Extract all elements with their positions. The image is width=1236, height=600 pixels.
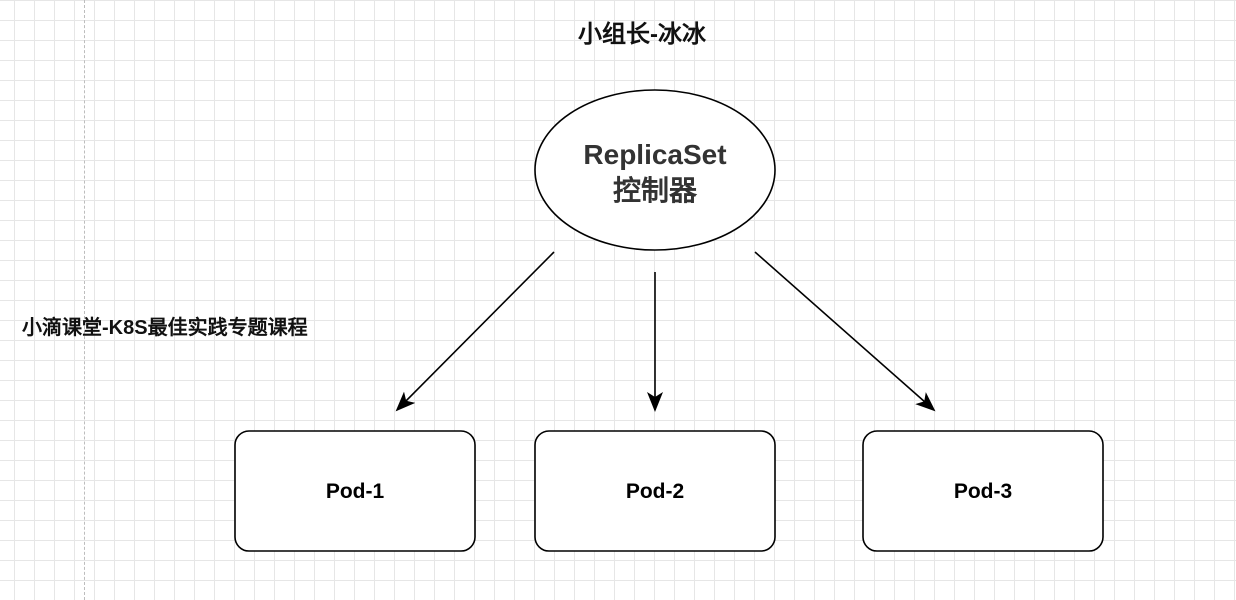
controller-label-line1: ReplicaSet [583, 139, 726, 170]
pod-1-box [234, 430, 476, 552]
replicaset-controller-node[interactable]: ReplicaSet 控制器 [534, 89, 776, 251]
controller-ellipse [534, 89, 776, 251]
course-label: 小滴课堂-K8S最佳实践专题课程 [22, 317, 308, 339]
pod-2-box [534, 430, 776, 552]
arrow-to-pod-1 [395, 251, 555, 412]
pod-2-label: Pod-2 [626, 480, 684, 503]
page-divider [84, 0, 85, 600]
pod-3-box [862, 430, 1104, 552]
diagram-title: 小组长-冰冰 [578, 21, 706, 48]
pod-1-node[interactable]: Pod-1 [234, 430, 476, 552]
controller-label-line2: 控制器 [613, 175, 698, 206]
pod-2-node[interactable]: Pod-2 [534, 430, 776, 552]
pod-3-node[interactable]: Pod-3 [862, 430, 1104, 552]
pod-1-label: Pod-1 [326, 480, 385, 503]
arrow-to-pod-3 [754, 251, 936, 412]
pod-3-label: Pod-3 [954, 480, 1012, 503]
